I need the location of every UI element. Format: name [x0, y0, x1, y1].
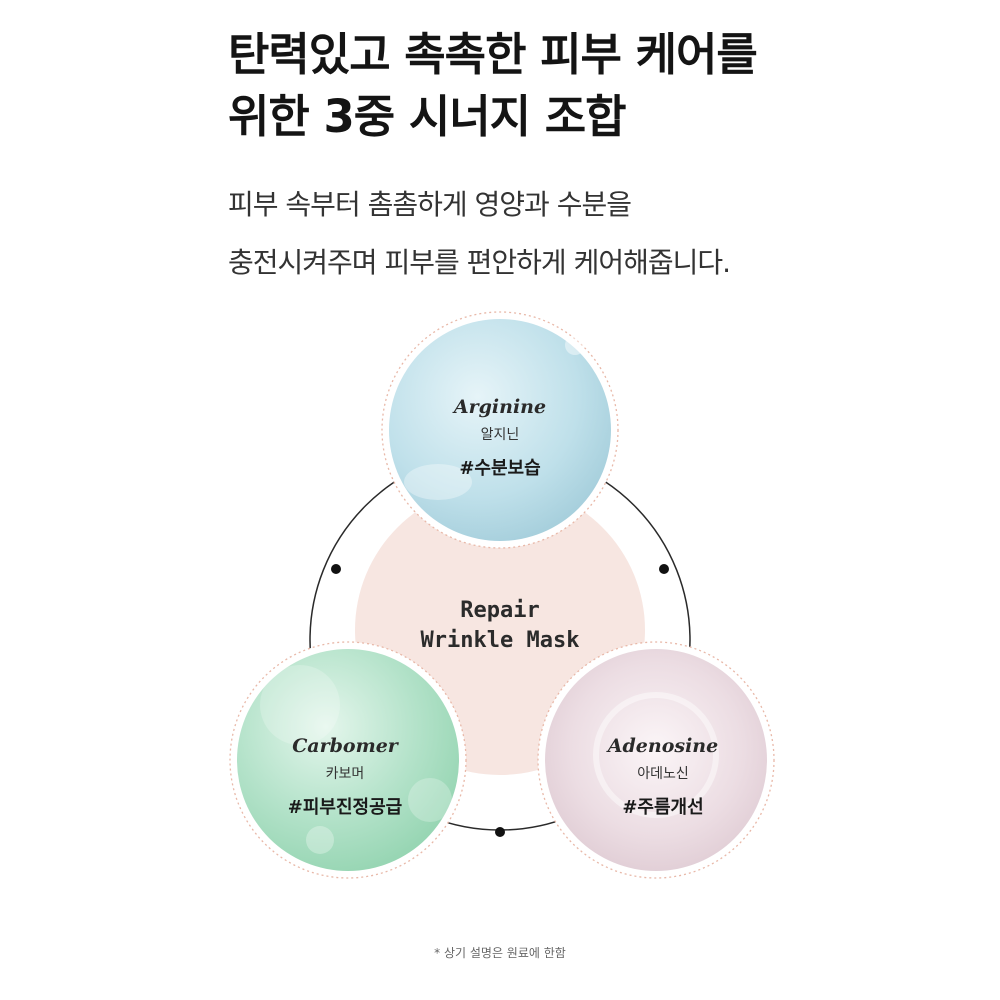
connection-dot-left — [331, 564, 341, 574]
carbomer-circle — [237, 649, 459, 871]
description-line-2: 충전시켜주며 피부를 편안하게 케어해줍니다. — [228, 246, 731, 279]
adenosine-swirl — [593, 692, 719, 818]
headline-line-1: 탄력있고 촉촉한 피부 케어를 — [228, 28, 758, 81]
center-title-line-1: Repair — [460, 598, 540, 623]
carbomer-bubble-1 — [260, 665, 340, 745]
footnote: * 상기 설명은 원료에 한함 — [434, 946, 566, 960]
adenosine-tag: #주름개선 — [622, 797, 704, 818]
carbomer-tag: #피부진정공급 — [287, 797, 403, 818]
arginine-bubble — [404, 464, 472, 500]
description-line-1: 피부 속부터 촘촘하게 영양과 수분을 — [228, 188, 632, 221]
arginine-label: Arginine 알지닌 #수분보습 — [350, 396, 650, 480]
arginine-name-en: Arginine — [453, 396, 547, 418]
adenosine-name-en: Adenosine — [607, 735, 719, 757]
headline: 탄력있고 촉촉한 피부 케어를 위한 3중 시너지 조합 — [228, 24, 758, 148]
adenosine-name-ko: 아데노신 — [637, 766, 689, 782]
connection-dot-right — [659, 564, 669, 574]
carbomer-name-en: Carbomer — [292, 735, 398, 757]
connection-dot-bottom — [495, 827, 505, 837]
headline-line-2: 위한 3중 시너지 조합 — [228, 90, 627, 143]
carbomer-label: Carbomer 카보머 #피부진정공급 — [195, 735, 495, 819]
adenosine-label: Adenosine 아데노신 #주름개선 — [513, 735, 813, 819]
carbomer-name-ko: 카보머 — [325, 766, 365, 782]
adenosine-circle — [545, 649, 767, 871]
arginine-name-ko: 알지닌 — [480, 427, 520, 443]
center-title-line-2: Wrinkle Mask — [420, 628, 580, 653]
center-title: Repair Wrinkle Mask — [320, 596, 680, 656]
description: 피부 속부터 촘촘하게 영양과 수분을 충전시켜주며 피부를 편안하게 케어해줍… — [228, 176, 731, 292]
carbomer-bubble-3 — [306, 826, 334, 854]
arginine-circle — [389, 319, 611, 541]
arginine-droplet — [565, 335, 585, 355]
carbomer-bubble-2 — [408, 778, 452, 822]
arginine-tag: #수분보습 — [459, 458, 541, 479]
